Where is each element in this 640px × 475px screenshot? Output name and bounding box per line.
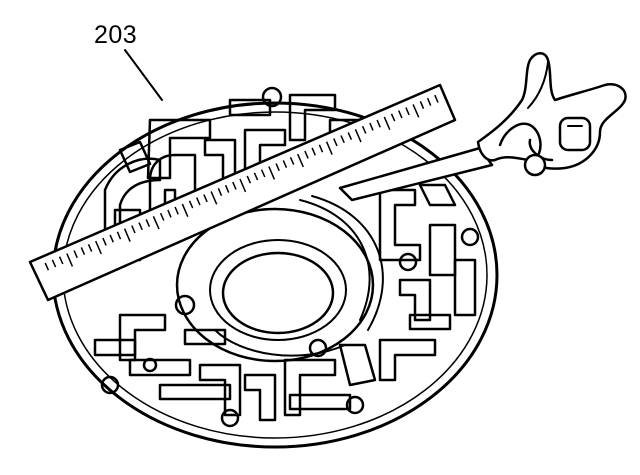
ruler-tick xyxy=(51,259,57,268)
ruler-tick xyxy=(398,110,403,119)
ruler-tick xyxy=(232,181,237,190)
ruler-tick xyxy=(354,128,362,143)
ruler-tick xyxy=(167,209,172,218)
ruler-tick xyxy=(217,188,223,196)
ruler-tick xyxy=(203,194,208,203)
ruler-tick xyxy=(390,113,396,122)
ruler-tick xyxy=(138,222,143,231)
ruler-tick xyxy=(282,160,288,169)
ruler-tick xyxy=(123,228,131,242)
ruler-tick xyxy=(419,101,425,109)
ruler-tick xyxy=(196,197,201,206)
ruler-tick xyxy=(318,144,324,153)
ruler-tick xyxy=(210,191,218,205)
ruler-tick xyxy=(246,175,252,184)
ruler-tick xyxy=(131,225,136,234)
ruler-tick xyxy=(58,256,64,265)
ruler-tick xyxy=(383,116,391,130)
ruler-tick xyxy=(304,150,309,159)
ruler-scale xyxy=(44,94,439,271)
ruler-tick xyxy=(145,219,151,228)
ruler-tick xyxy=(66,253,74,267)
ruler-tick xyxy=(426,97,432,106)
ruler-tick xyxy=(239,178,247,193)
ruler-tick xyxy=(73,250,78,259)
ruler-tick xyxy=(275,163,280,172)
ruler-tick xyxy=(44,262,50,271)
ruler-tick xyxy=(224,184,230,193)
ruler-tick xyxy=(289,156,295,165)
ruler-tick xyxy=(152,215,160,230)
straightedge-ruler-icon xyxy=(28,83,457,302)
ruler-tick xyxy=(340,135,345,144)
ruler-tick xyxy=(181,203,189,217)
ruler-tick xyxy=(311,147,316,156)
ruler-tick xyxy=(109,234,114,243)
pump-body-icon xyxy=(51,86,499,449)
ruler-tick xyxy=(188,200,194,209)
ruler-tick xyxy=(297,153,304,168)
ruler-tick xyxy=(87,243,93,252)
ruler-tick xyxy=(174,206,179,215)
ruler-tick xyxy=(253,172,259,181)
ruler-tick xyxy=(102,237,107,246)
callout-leader xyxy=(124,49,163,101)
ruler-tick xyxy=(80,247,86,256)
hand-icon xyxy=(476,52,627,177)
ruler-tick xyxy=(116,231,122,240)
ruler-tick xyxy=(268,166,276,180)
ruler-tick xyxy=(405,107,410,116)
ruler-tick xyxy=(361,125,367,134)
ruler-tick xyxy=(333,138,338,147)
ruler-tick xyxy=(325,141,333,155)
ruler-tick xyxy=(376,119,381,128)
ruler-tick xyxy=(95,240,102,255)
ruler-tick xyxy=(369,122,374,131)
ruler-tick xyxy=(260,169,266,178)
callout-203: 203 xyxy=(94,21,138,49)
ruler-tick xyxy=(159,212,165,221)
ruler-tick xyxy=(434,94,439,103)
ruler-tick xyxy=(347,132,353,141)
feeler-gauge-icon xyxy=(338,146,494,202)
ruler-tick xyxy=(412,104,420,118)
